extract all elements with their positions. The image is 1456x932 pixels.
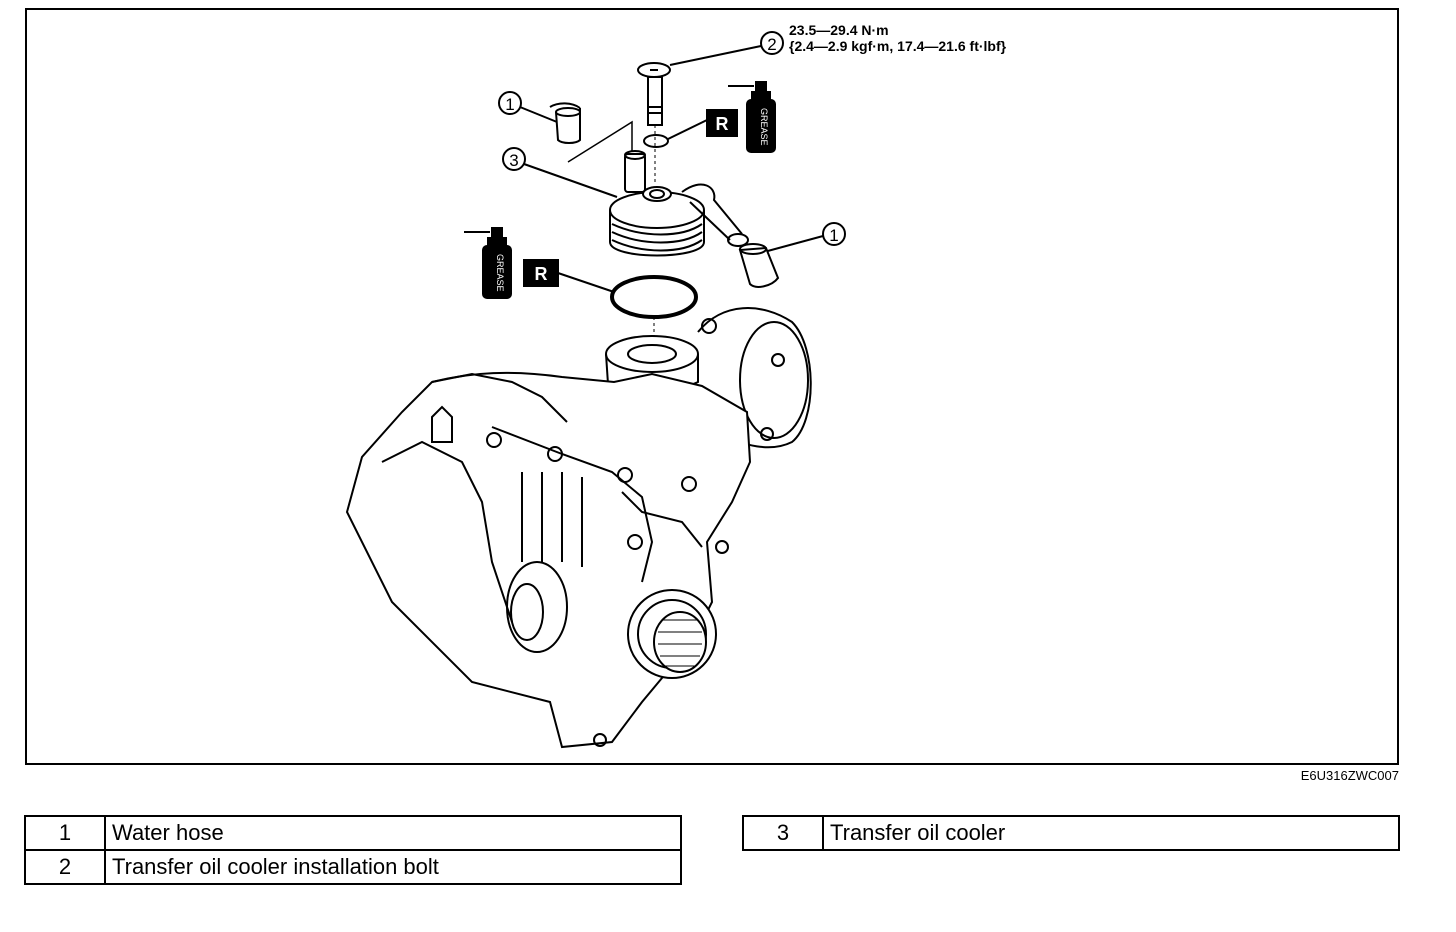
legend-label: Transfer oil cooler installation bolt: [104, 849, 682, 885]
svg-text:3: 3: [509, 151, 518, 170]
legend-label: Water hose: [104, 815, 682, 851]
svg-text:1: 1: [829, 226, 838, 245]
callout-2: 2: [669, 31, 784, 66]
legend-row: 2 Transfer oil cooler installation bolt: [24, 849, 682, 885]
legend-number: 2: [24, 849, 106, 885]
water-hose-top: [549, 102, 633, 163]
svg-text:1: 1: [505, 95, 514, 114]
legend-row: 3 Transfer oil cooler: [742, 815, 1400, 851]
exploded-view-drawing: 2 R GREASE: [345, 31, 846, 749]
callout-1-top: 1: [498, 91, 558, 123]
torque-spec-metric: 23.5—29.4 N·m: [789, 22, 889, 38]
transfer-case: [345, 307, 812, 749]
callout-1-right: 1: [763, 222, 846, 253]
figure-code: E6U316ZWC007: [1300, 768, 1399, 783]
bolt-part: [637, 62, 671, 184]
legend-table-right: 3 Transfer oil cooler: [742, 815, 1400, 851]
oil-cooler-part: [609, 150, 749, 257]
torque-spec: 23.5—29.4 N·m {2.4—2.9 kgf·m, 17.4—21.6 …: [789, 22, 1006, 54]
legend-label: Transfer oil cooler: [822, 815, 1400, 851]
svg-text:2: 2: [767, 35, 776, 54]
washer-leader: [667, 119, 708, 140]
grease-canister-top: GREASE: [728, 81, 776, 153]
water-hose-right: [738, 243, 780, 288]
legend-table-left: 1 Water hose 2 Transfer oil cooler insta…: [24, 815, 682, 885]
legend-row: 1 Water hose: [24, 815, 682, 851]
callout-3: 3: [502, 147, 618, 198]
legend-number: 3: [742, 815, 824, 851]
replace-badge-left: R: [523, 259, 615, 293]
svg-text:R: R: [535, 264, 548, 284]
bolt-washer: [643, 134, 669, 148]
torque-spec-alt: {2.4—2.9 kgf·m, 17.4—21.6 ft·lbf}: [789, 38, 1007, 54]
legend-number: 1: [24, 815, 106, 851]
svg-text:GREASE: GREASE: [495, 254, 505, 292]
svg-text:GREASE: GREASE: [759, 108, 769, 146]
svg-text:R: R: [716, 114, 729, 134]
replace-badge-top: R: [706, 109, 738, 137]
grease-canister-left: GREASE: [464, 227, 512, 299]
figure-frame: 2 R GREASE: [25, 8, 1399, 765]
